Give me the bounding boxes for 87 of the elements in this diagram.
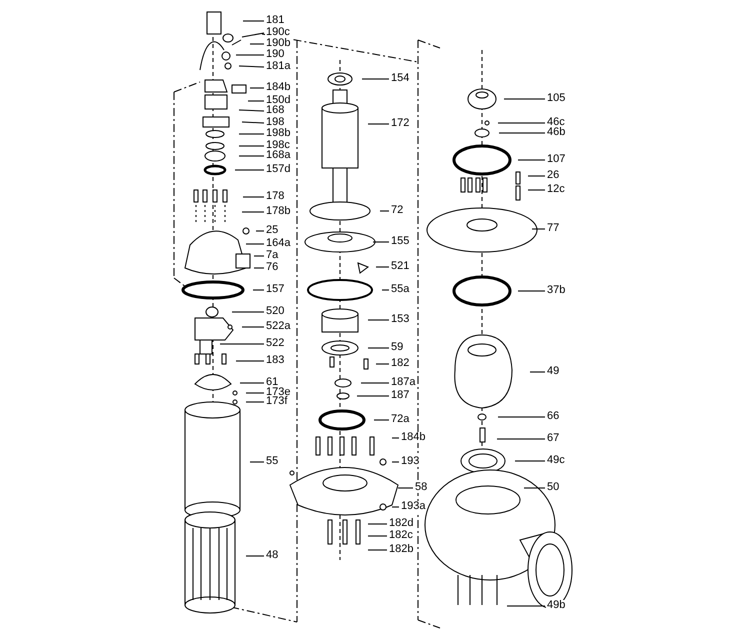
callout-number: 182d [388,518,414,529]
leader-line [238,66,264,68]
callout-number: 61 [265,377,280,388]
callout-number: 173f [265,396,288,407]
callout-number: 187a [390,377,416,388]
callout-number: 198c [265,140,291,151]
callout-number: 37b [546,285,566,296]
callout-number: 198 [265,117,286,128]
callout-number: 55a [390,284,410,295]
callout-number: 178 [265,191,286,202]
leader-line [498,132,546,134]
callout-number: 153 [390,314,410,325]
callout-number: 49 [546,366,560,377]
callout-number: 164a [265,238,292,249]
callout-number: 46c [546,117,566,128]
callout-number: 154 [390,73,410,84]
leader-line [360,382,390,384]
leader-line [518,290,546,292]
callout-number: 7a [265,250,280,261]
callout-number: 58 [414,482,428,493]
callout-number: 168 [265,105,286,116]
leader-line [240,382,264,384]
leader-line [498,416,546,418]
callout-number: 157 [265,284,286,295]
callout-number: 193a [400,501,426,512]
callout-number: 46b [546,127,566,138]
callout-number: 155 [390,236,410,247]
callout-number: 182c [388,530,414,541]
callout-number: 521 [390,261,410,272]
callout-number: 26 [546,170,560,181]
callout-number: 522a [265,321,292,332]
leader-line [376,266,390,268]
callout-number: 59 [390,342,404,353]
leader-line [498,122,546,124]
callout-number: 184b [400,432,426,443]
callout-number: 48 [265,550,280,561]
callout-number: 107 [546,154,566,165]
callout-number: 181 [265,15,286,26]
leader-line [236,54,264,56]
callout-number: 183 [265,355,286,366]
leader-line [514,460,546,462]
leader-line [242,32,264,38]
callout-number: 522 [265,338,286,349]
callout-number: 55 [265,456,280,467]
callout-number: 198b [265,128,292,139]
callout-number: 49c [546,455,566,466]
leader-line [236,360,264,362]
callout-number: 50 [546,482,560,493]
callout-number: 150d [265,95,292,106]
callout-number: 181a [265,61,292,72]
callout-number: 157d [265,164,292,175]
leader-line [504,98,546,100]
callout-number: 193 [400,456,420,467]
callout-number: 72 [390,205,404,216]
leader-line [496,438,546,440]
leader-line [380,210,390,212]
leader-line [256,230,264,232]
callout-number: 25 [265,225,280,236]
callout-number: 76 [265,262,280,273]
leader-line [242,122,264,124]
leader-line [392,506,400,508]
callout-number: 12c [546,184,566,195]
callout-number: 184b [265,82,292,93]
callout-number: 49b [546,600,566,611]
callout-number: 178b [265,206,292,217]
leader-line [242,326,264,328]
callout-number: 187 [390,390,410,401]
leader-line [238,110,264,112]
callout-number: 67 [546,433,560,444]
callout-number: 168a [265,150,292,161]
callout-number: 190c [265,27,291,38]
callout-number: 172 [390,118,410,129]
callout-number: 77 [546,223,560,234]
leader-line [532,228,546,230]
leader-line [242,20,264,22]
callout-number: 66 [546,411,560,422]
callout-number: 190 [265,49,286,60]
leader-line [242,196,264,198]
callout-number: 182 [390,358,410,369]
leader-line [246,392,264,394]
callout-number: 182b [388,544,414,555]
leader-line [362,78,390,80]
callout-number: 520 [265,306,286,317]
callout-number: 105 [546,93,566,104]
callout-number: 190b [265,38,292,49]
leader-line [248,100,264,102]
callout-number: 72a [390,414,410,425]
